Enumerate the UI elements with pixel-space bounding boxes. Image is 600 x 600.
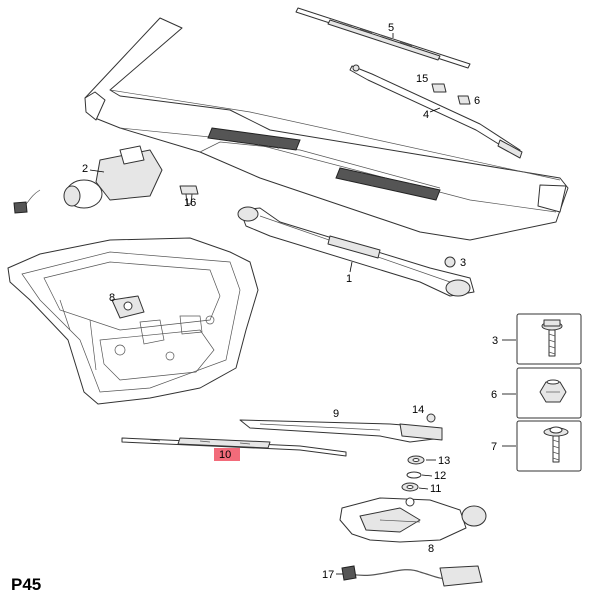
callout-14: 14	[412, 404, 424, 416]
hex-nut-icon	[539, 379, 567, 403]
hex-nut-6-small[interactable]	[457, 95, 471, 105]
callout-6: 6	[474, 95, 480, 107]
callout-9: 9	[333, 408, 339, 420]
callout-10-highlight	[214, 448, 240, 461]
nut-cap-15[interactable]	[431, 83, 447, 93]
flange-bolt-icon	[541, 319, 563, 357]
washer-screw-icon	[543, 426, 569, 463]
rear-wiper-motor[interactable]	[339, 497, 487, 543]
callout-3: 3	[460, 257, 466, 269]
seal-11[interactable]	[401, 482, 419, 492]
front-wiper-linkage[interactable]	[237, 206, 475, 297]
front-wiper-motor[interactable]	[13, 145, 163, 214]
nut-13[interactable]	[407, 455, 425, 465]
callout-10: 10	[219, 449, 231, 461]
callout-2: 2	[82, 163, 88, 175]
callout-4: 4	[423, 109, 429, 121]
cap-14[interactable]	[426, 413, 436, 423]
detail-label-3: 3	[492, 335, 498, 347]
rear-wiper-arm[interactable]	[239, 419, 443, 443]
cowl-panel	[84, 17, 569, 241]
callout-17: 17	[322, 569, 334, 581]
callout-16: 16	[184, 197, 196, 209]
washer-12[interactable]	[406, 471, 422, 479]
callout-8-motor: 8	[428, 543, 434, 555]
callout-12: 12	[434, 470, 446, 482]
detail-label-7: 7	[491, 441, 497, 453]
flange-bolt-3-small[interactable]	[444, 256, 456, 268]
callout-8-tailgate: 8	[109, 292, 115, 304]
front-wiper-arm[interactable]	[349, 64, 523, 159]
callout-11: 11	[430, 483, 441, 495]
front-wiper-blade[interactable]	[295, 7, 471, 69]
callout-5: 5	[388, 22, 394, 34]
callout-1: 1	[346, 273, 352, 285]
callout-13: 13	[438, 455, 450, 467]
detail-label-6: 6	[491, 389, 497, 401]
tailgate-inner-panel	[7, 237, 259, 405]
rear-wiper-harness[interactable]	[341, 565, 483, 587]
rear-wiper-blade[interactable]	[121, 437, 347, 457]
callout-15: 15	[416, 73, 428, 85]
screw-16[interactable]	[179, 185, 199, 205]
rear-wiper-motor-in-tailgate[interactable]	[111, 295, 145, 319]
page-code: P45	[11, 575, 41, 594]
